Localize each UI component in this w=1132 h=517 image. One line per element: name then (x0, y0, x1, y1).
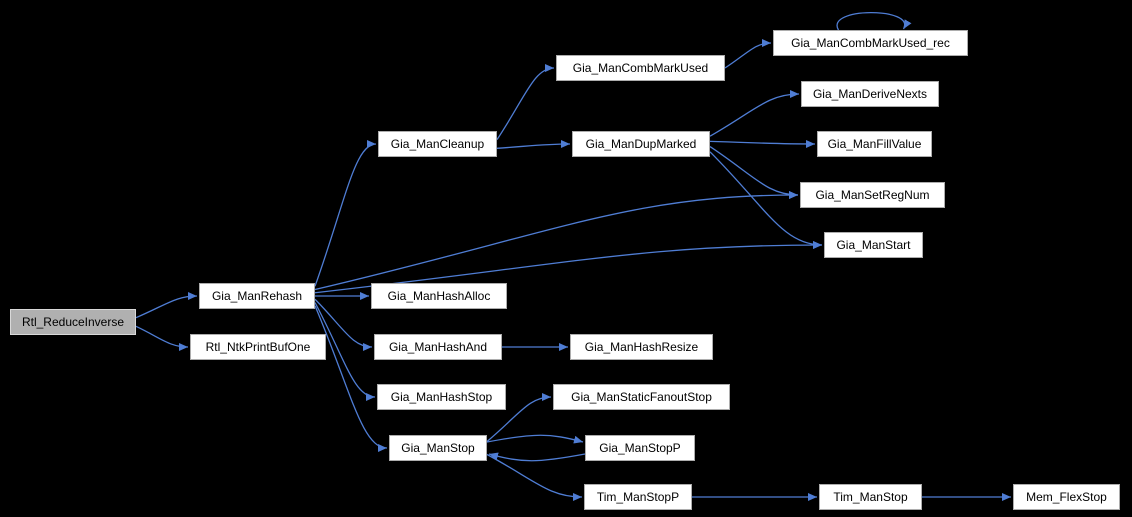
node-Gia_ManDeriveNexts[interactable]: Gia_ManDeriveNexts (801, 81, 939, 107)
node-Gia_ManHashResize[interactable]: Gia_ManHashResize (570, 334, 713, 360)
edge-Gia_ManCleanup-Gia_ManDupMarked (496, 140, 571, 149)
edge-Gia_ManRehash-Gia_ManHashAnd (314, 298, 373, 351)
edge-Gia_ManStopP-Gia_ManStop (488, 452, 586, 462)
node-Gia_ManStart[interactable]: Gia_ManStart (824, 232, 923, 258)
node-Tim_ManStopP[interactable]: Tim_ManStopP (584, 484, 692, 510)
edge-Gia_ManDupMarked-Gia_ManStart (709, 151, 823, 249)
node-Rtl_ReduceInverse[interactable]: Rtl_ReduceInverse (10, 309, 136, 335)
node-Gia_ManSetRegNum[interactable]: Gia_ManSetRegNum (800, 182, 945, 208)
edge-Gia_ManStop-Tim_ManStopP (486, 453, 583, 501)
edge-Rtl_ReduceInverse-Gia_ManRehash (135, 292, 198, 319)
edge-Gia_ManDupMarked-Gia_ManFillValue (709, 139, 816, 148)
node-Gia_ManStopP[interactable]: Gia_ManStopP (585, 435, 695, 461)
node-Gia_ManCombMarkUsed[interactable]: Gia_ManCombMarkUsed (556, 55, 725, 81)
edge-Gia_ManStop-Gia_ManStaticFanoutStop (486, 393, 552, 442)
node-Gia_ManHashAnd[interactable]: Gia_ManHashAnd (374, 334, 502, 360)
edge-Gia_ManStop-Gia_ManStopP (486, 434, 584, 444)
node-Gia_ManCombMarkUsed_rec[interactable]: Gia_ManCombMarkUsed_rec (773, 30, 968, 56)
edge-Gia_ManCombMarkUsed-Gia_ManCombMarkUsed_rec (724, 39, 772, 69)
node-Mem_FlexStop[interactable]: Mem_FlexStop (1013, 484, 1120, 510)
edge-Gia_ManCleanup-Gia_ManCombMarkUsed (496, 64, 555, 141)
edge-Gia_ManRehash-Gia_ManStop (314, 305, 388, 452)
edge-Gia_ManRehash-Gia_ManStart (314, 241, 823, 294)
node-Rtl_NtkPrintBufOne[interactable]: Rtl_NtkPrintBufOne (190, 334, 326, 360)
edge-Gia_ManDupMarked-Gia_ManDeriveNexts (709, 90, 800, 137)
edge-Gia_ManDupMarked-Gia_ManSetRegNum (709, 146, 799, 199)
node-Gia_ManCleanup[interactable]: Gia_ManCleanup (378, 131, 497, 157)
node-Gia_ManHashAlloc[interactable]: Gia_ManHashAlloc (371, 283, 507, 309)
edge-Rtl_ReduceInverse-Rtl_NtkPrintBufOne (135, 325, 189, 351)
node-Gia_ManHashStop[interactable]: Gia_ManHashStop (377, 384, 506, 410)
edges (135, 12, 1012, 502)
node-Gia_ManStaticFanoutStop[interactable]: Gia_ManStaticFanoutStop (553, 384, 730, 410)
node-Gia_ManRehash[interactable]: Gia_ManRehash (199, 283, 315, 309)
edge-Gia_ManRehash-Gia_ManSetRegNum (314, 191, 799, 291)
edge-Gia_ManRehash-Gia_ManCleanup (314, 140, 377, 287)
edge-Gia_ManRehash-Gia_ManHashStop (314, 302, 376, 401)
node-Tim_ManStop[interactable]: Tim_ManStop (819, 484, 922, 510)
node-Gia_ManStop[interactable]: Gia_ManStop (389, 435, 487, 461)
edge-Gia_ManCombMarkUsed_rec-Gia_ManCombMarkUsed_rec (836, 12, 912, 31)
node-Gia_ManDupMarked[interactable]: Gia_ManDupMarked (572, 131, 710, 157)
node-Gia_ManFillValue[interactable]: Gia_ManFillValue (817, 131, 932, 157)
